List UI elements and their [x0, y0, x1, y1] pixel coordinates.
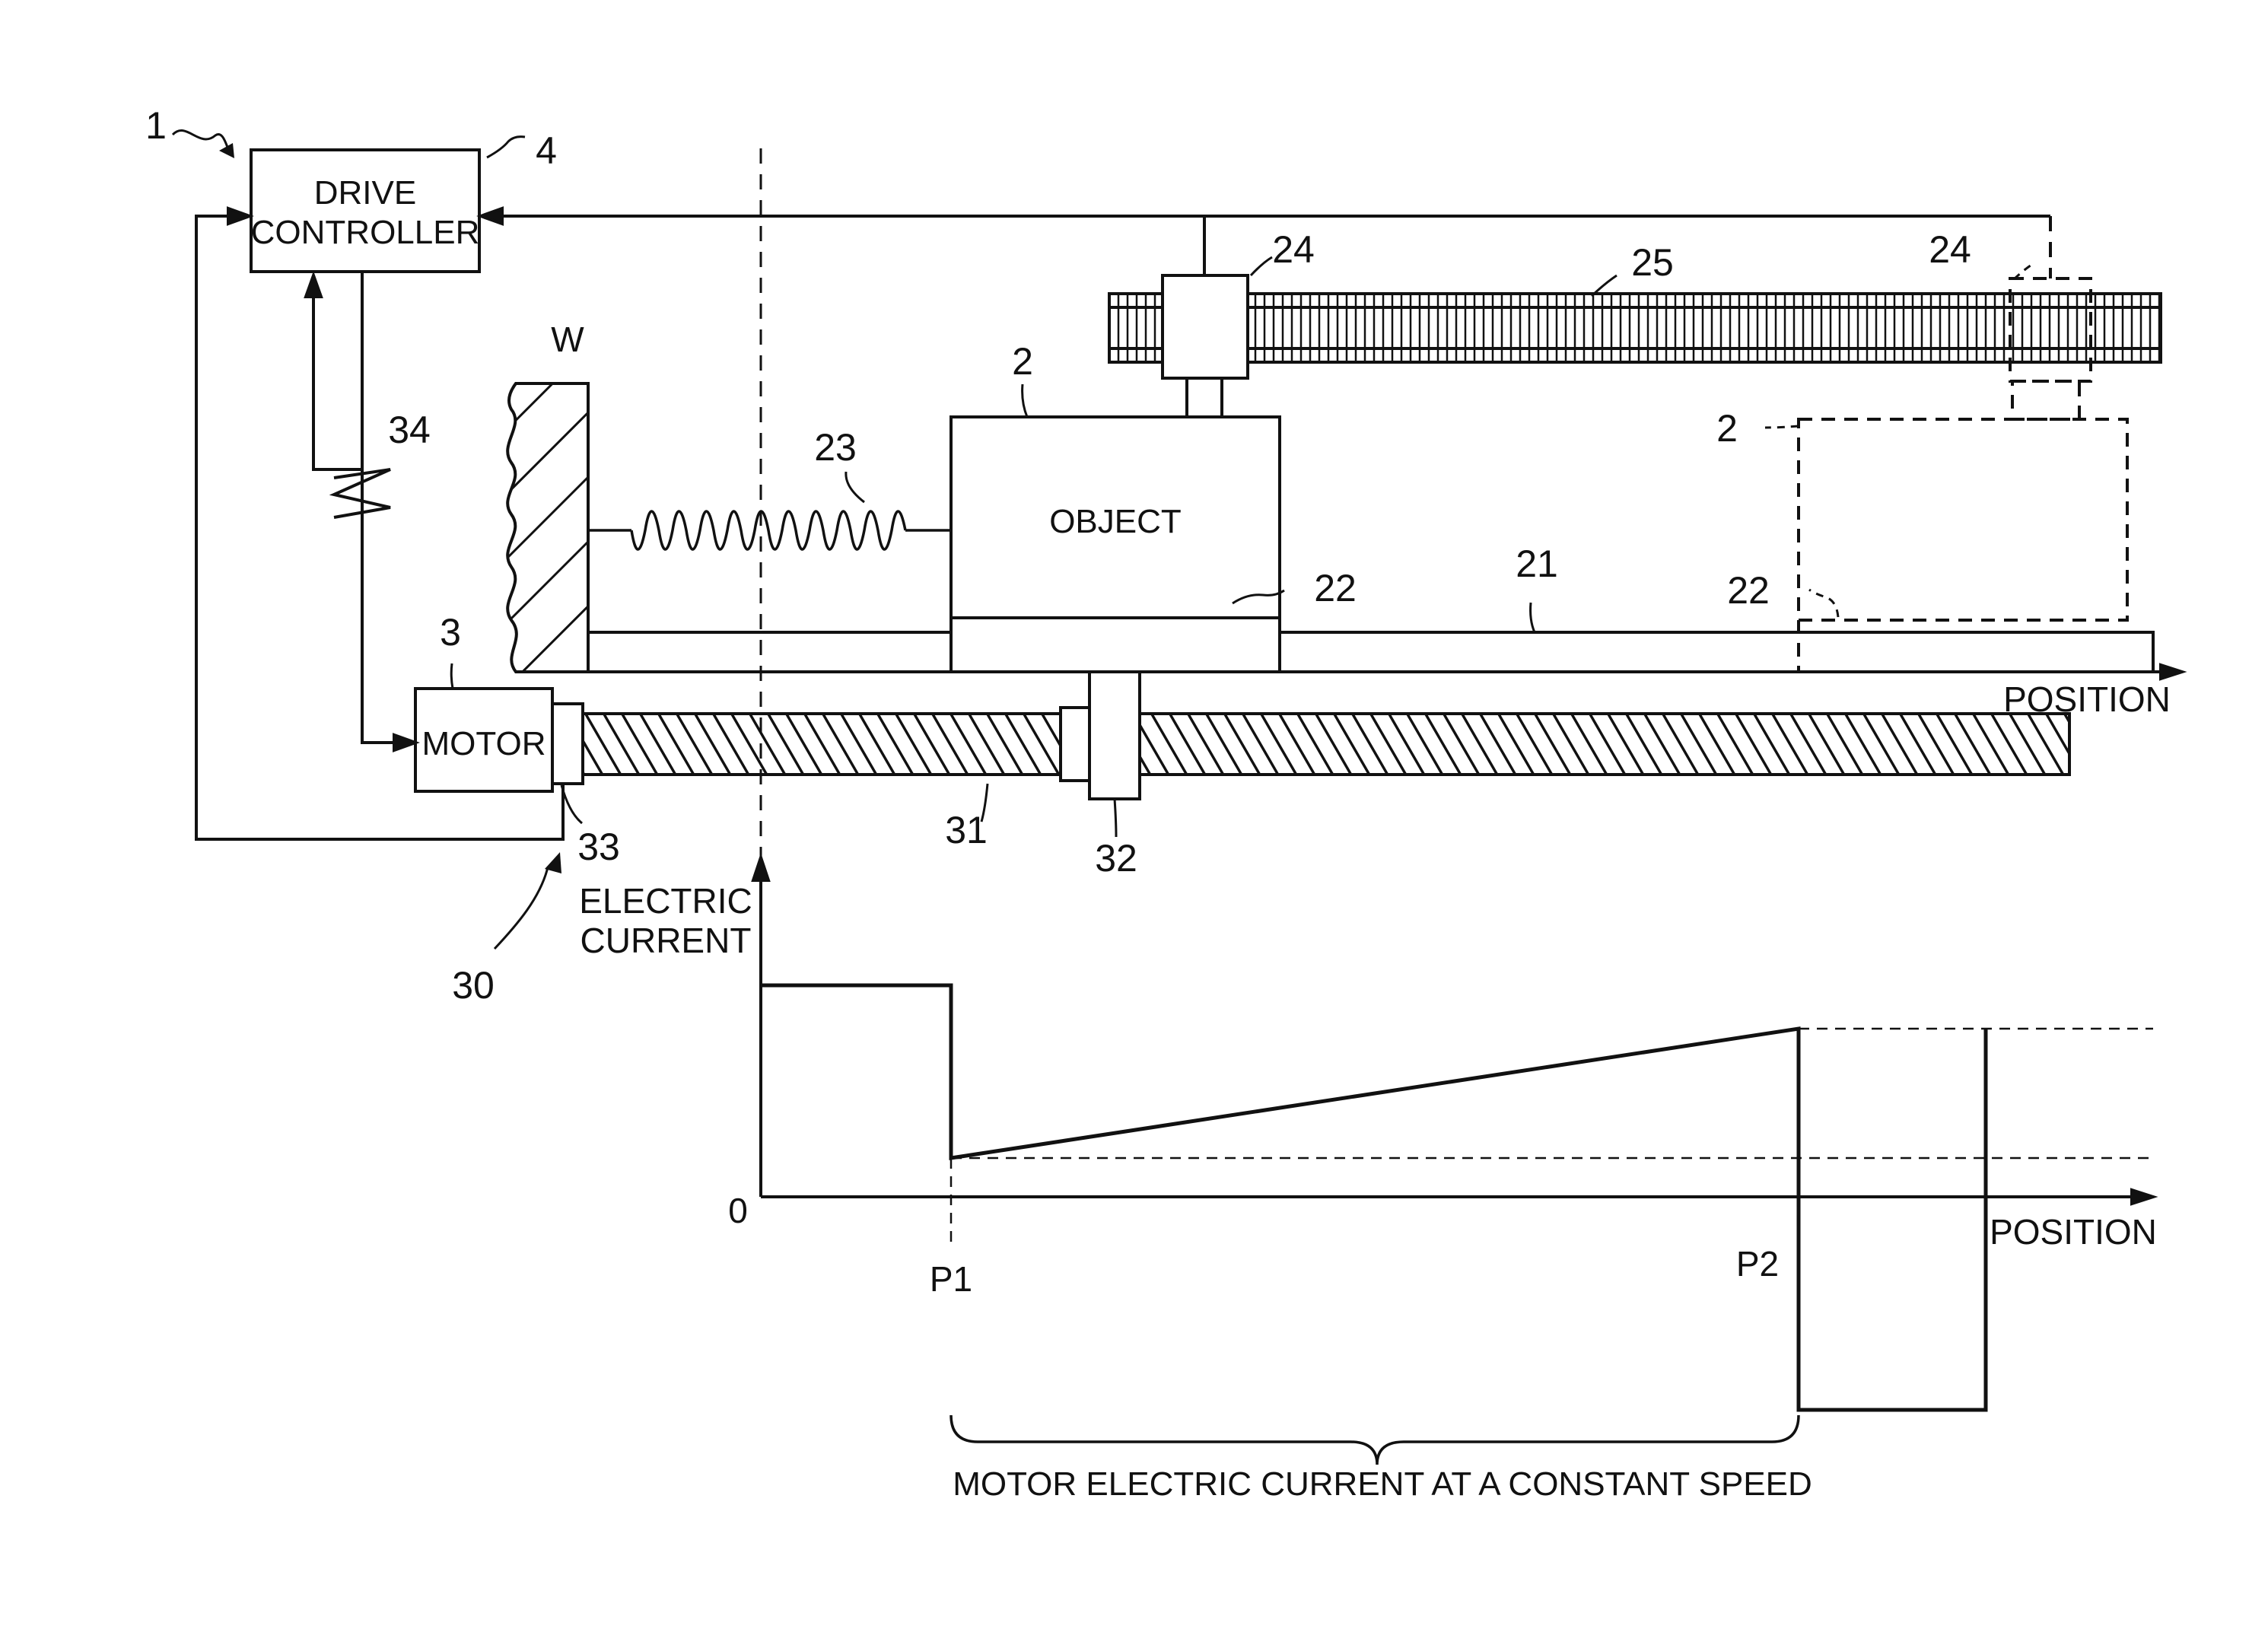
p1-label: P1 — [930, 1259, 972, 1299]
linear-scale-25 — [1109, 294, 2161, 362]
p2-label: P2 — [1736, 1244, 1779, 1284]
ball-screw-31 — [583, 714, 2069, 775]
ref-nut-32: 32 — [1095, 837, 1137, 880]
origin-label: 0 — [728, 1191, 748, 1230]
object-block — [951, 417, 1280, 672]
motor-label: MOTOR — [422, 725, 546, 762]
ball-nut-32 — [1061, 672, 1140, 799]
wall-w — [507, 383, 588, 672]
current-graph — [761, 880, 2153, 1410]
ref-cable-34: 34 — [388, 409, 431, 451]
drive-controller-label-2: CONTROLLER — [251, 214, 480, 251]
ref-drive-unit-30: 30 — [452, 964, 495, 1007]
guide-rail-21 — [588, 632, 2153, 672]
ref-spring-23: 23 — [814, 426, 857, 469]
brace-caption: MOTOR ELECTRIC CURRENT AT A CONSTANT SPE… — [953, 1465, 1812, 1503]
constant-speed-brace — [951, 1415, 1799, 1465]
cable-34 — [306, 275, 390, 517]
ref-scale-25: 25 — [1631, 241, 1674, 284]
encoder-33 — [552, 704, 583, 784]
ref-slider-22: 22 — [1314, 567, 1357, 609]
object-label: OBJECT — [1049, 503, 1182, 540]
ref-sensor-24-alt: 24 — [1929, 228, 1971, 271]
ref-object-2: 2 — [1012, 340, 1033, 383]
ref-sensor-24: 24 — [1272, 228, 1315, 271]
current-label-2: CURRENT — [581, 921, 752, 960]
drive-controller-label-1: DRIVE — [314, 174, 416, 212]
ref-slider-22-alt: 22 — [1727, 569, 1770, 612]
ref-screw-31: 31 — [945, 809, 988, 851]
ref-system-1: 1 — [145, 104, 167, 147]
wall-label: W — [551, 320, 584, 359]
ref-guide-21: 21 — [1516, 542, 1558, 585]
position-label-graph: POSITION — [1990, 1212, 2157, 1252]
sensor-24 — [1163, 275, 1248, 378]
spring-23 — [588, 511, 951, 549]
current-axis-arrowhead — [753, 857, 768, 880]
position-axis-top — [2153, 665, 2182, 679]
ref-encoder-33: 33 — [577, 826, 620, 868]
ref-controller-4: 4 — [536, 129, 557, 172]
ref-object-2-alt: 2 — [1716, 407, 1738, 450]
position-label-top: POSITION — [2003, 679, 2171, 719]
sensor-feedback-line — [481, 208, 2050, 278]
sensor-mount — [1187, 378, 1222, 417]
current-label-1: ELECTRIC — [579, 881, 752, 921]
ref-motor-3: 3 — [440, 611, 461, 654]
